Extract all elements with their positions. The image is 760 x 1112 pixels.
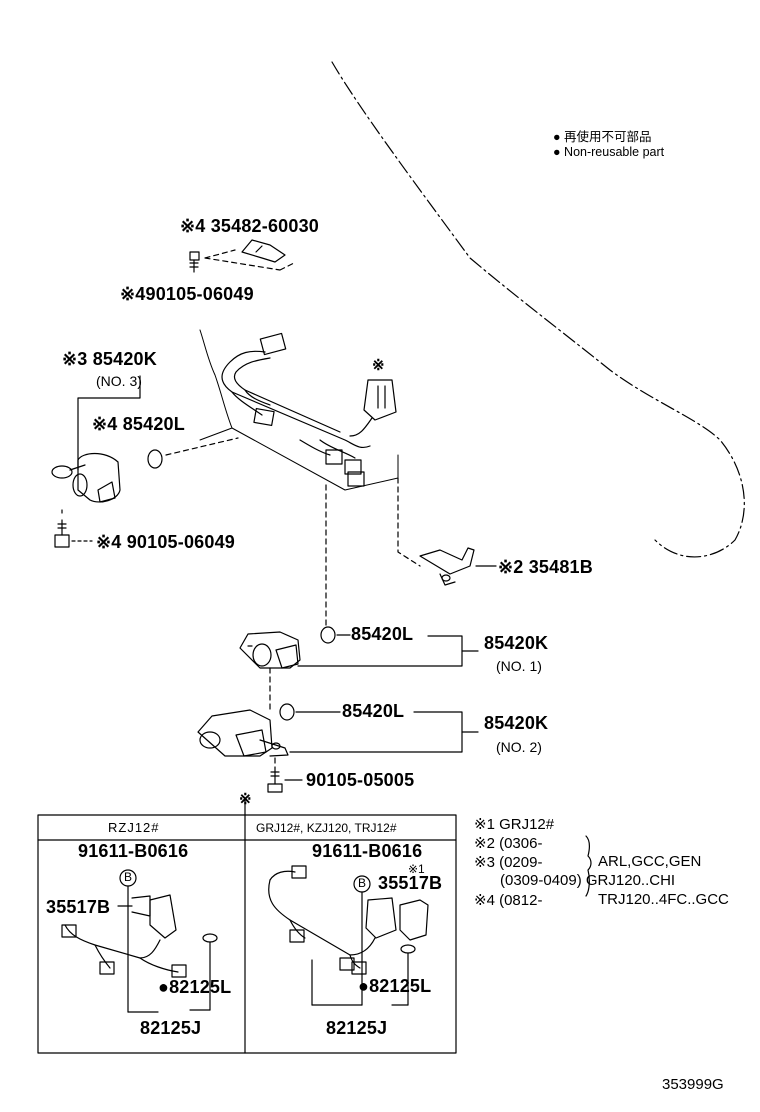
bracket-no3-line [77,375,141,471]
bolt-no2 [267,767,303,793]
legend-text: Non-reusable part [564,145,665,159]
solenoid-no2 [197,709,289,757]
right-part-82125j: 82125J [326,1018,388,1038]
note-3-right: ARL,GCC,GEN [598,853,702,870]
left-part-82125l: ●82125L [158,977,232,997]
table-header-right: GRJ12#, KZJ120, TRJ12# [256,821,397,835]
valve-body-outline-lower [199,427,233,441]
bolt-top [189,251,200,273]
legend-marker: ● [553,130,561,144]
note-4: (0309-0409) GRJ120..CHI [500,872,676,889]
oring-no1 [320,626,336,644]
leader-harness-bracket [397,477,421,567]
oring-no2 [279,703,295,721]
bracket-35481 [419,547,497,586]
note-2: ※2 (0306- [474,835,543,852]
note-5-right: TRJ120..4FC..GCC [598,891,729,908]
part-label-solenoid-no1: 85420K [484,633,549,653]
part-label-bracket: ※2 35481B [498,557,593,577]
left-b-mark: B [124,870,133,884]
left-part-91611: 91611-B0616 [78,841,189,861]
right-harness [268,865,429,1006]
part-label-bolt-no3: ※4 90105-06049 [96,532,235,552]
right-note-mark: ※1 [408,862,425,876]
right-b-mark: B [358,876,367,890]
legend-item-en: ● Non-reusable part [553,145,664,159]
note-5: ※4 (0812- [474,892,543,909]
clip-35482 [241,239,286,263]
part-label-oring-no1: 85420L [351,624,414,644]
leader-clip-dashed [204,249,297,271]
part-label-clip: ※4 35482-60030 [180,216,319,236]
legend-marker: ● [553,145,561,159]
right-part-35517b: 35517B [378,873,443,893]
solenoid-no3 [51,452,121,503]
part-label-oring-no3: ※4 85420L [92,414,185,434]
bolt-no3 [54,519,93,548]
solenoid-no1 [239,631,301,669]
part-label-solenoid-no2: 85420K [484,713,549,733]
part-sub-no1: (NO. 1) [496,658,542,674]
leader-oring-no3 [165,437,239,456]
part-label-bolt-top: ※490105-06049 [120,284,254,304]
right-part-91611: 91611-B0616 [312,841,423,861]
legend-item-ja: ● 再使用不可部品 [553,126,652,145]
right-part-82125l: ●82125L [358,976,432,996]
part-label-oring-no2: 85420L [342,701,405,721]
table-header-left: RZJ12# [108,820,160,835]
variant-table [37,797,457,1054]
legend-text: 再使用不可部品 [564,130,652,144]
note-3: ※3 (0209- [474,854,543,871]
left-part-35517b: 35517B [46,897,111,917]
part-sub-no3: (NO. 3) [96,373,142,389]
left-harness [61,869,218,1013]
transmission-case-outline [331,61,745,558]
diagram-id: 353999G [662,1076,724,1093]
table-mark: ※ [239,791,252,808]
oring-no3 [147,449,163,469]
part-label-bolt-no2: 90105-05005 [306,770,415,790]
part-label-solenoid-no3: ※3 85420K [62,349,157,369]
wire-harness [221,332,397,487]
left-part-82125j: 82125J [140,1018,202,1038]
part-sub-no2: (NO. 2) [496,739,542,755]
valve-body-outline [199,329,399,491]
note-1: ※1 GRJ12# [474,816,555,833]
harness-mark: ※ [372,357,385,374]
notes-brace [585,835,592,897]
